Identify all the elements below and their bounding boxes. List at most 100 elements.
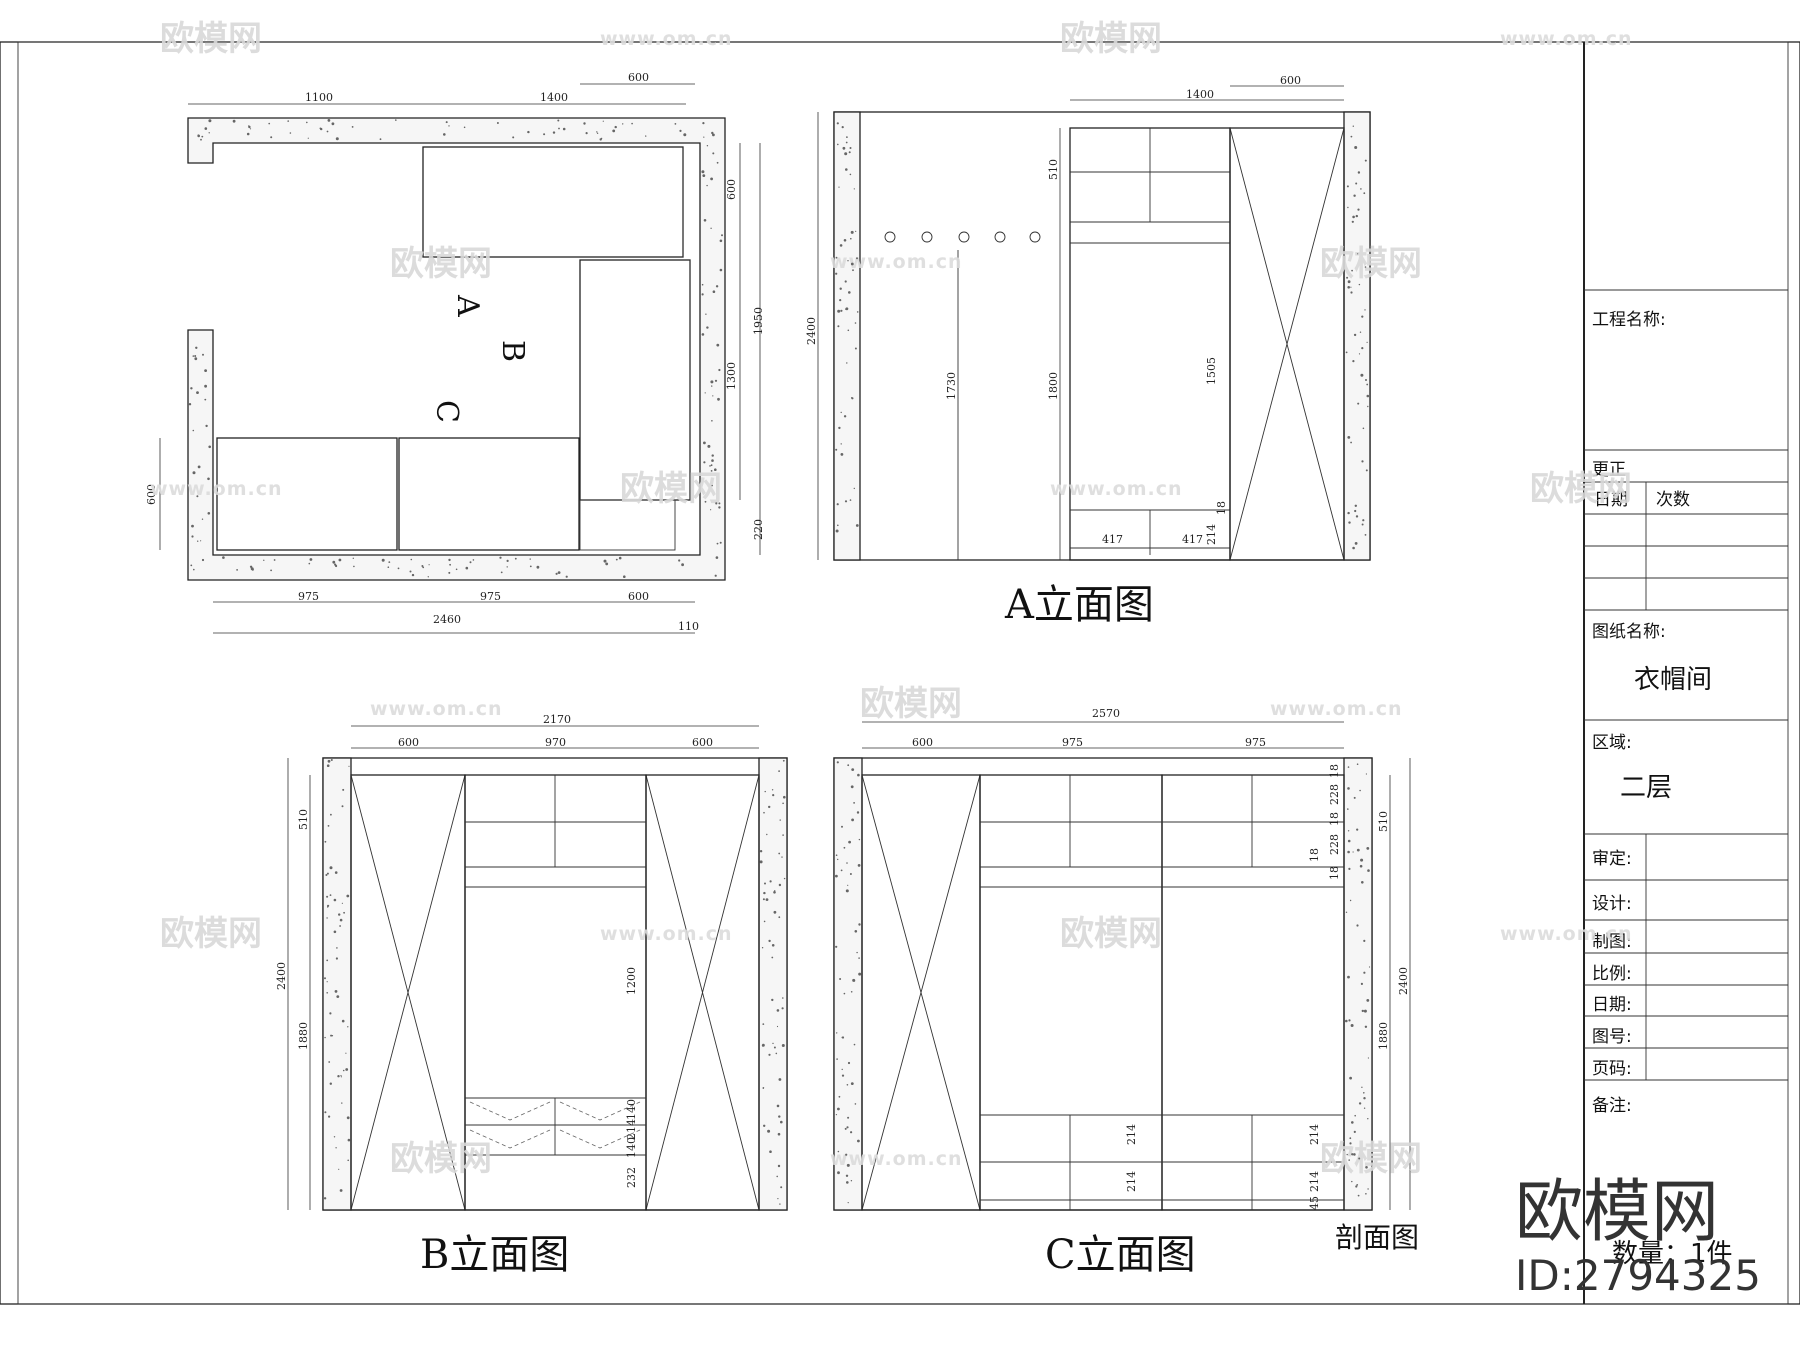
wall-grain bbox=[332, 560, 336, 564]
wall-grain bbox=[778, 1115, 781, 1118]
wall-grain bbox=[469, 561, 472, 564]
wall-grain bbox=[1355, 214, 1359, 218]
wall-grain bbox=[719, 239, 723, 243]
wall-grain bbox=[506, 559, 509, 563]
wall-grain bbox=[780, 1186, 783, 1189]
wall-grain bbox=[854, 1103, 857, 1105]
wall-grain bbox=[195, 346, 198, 349]
wall-grain bbox=[207, 477, 210, 481]
wall-grain bbox=[714, 468, 717, 472]
wall-grain bbox=[330, 813, 332, 816]
watermark-url: www.om.cn bbox=[830, 1148, 963, 1170]
wall-grain bbox=[268, 122, 271, 125]
wall-grain bbox=[335, 564, 338, 568]
wall-grain bbox=[449, 563, 451, 566]
wall-grain bbox=[190, 564, 193, 567]
wall-grain bbox=[768, 1053, 771, 1056]
wall-grain bbox=[857, 773, 860, 777]
plan-corner bbox=[579, 499, 676, 551]
wall-grain bbox=[499, 556, 502, 559]
wall-grain bbox=[1353, 333, 1357, 337]
wall-grain bbox=[445, 121, 448, 124]
wall-grain bbox=[326, 917, 328, 919]
wall-grain bbox=[583, 122, 586, 125]
wall-grain bbox=[596, 131, 598, 133]
wall-grain bbox=[845, 141, 848, 144]
wall-grain bbox=[1360, 858, 1364, 862]
wall-grain bbox=[1345, 351, 1348, 354]
wall-grain bbox=[763, 920, 766, 923]
watermark-brand: 欧模网 bbox=[1060, 19, 1162, 59]
wall-grain bbox=[329, 866, 333, 870]
wall-grain bbox=[712, 290, 716, 294]
wall-grain bbox=[1355, 515, 1359, 518]
wall-grain bbox=[1354, 504, 1358, 507]
wall-grain bbox=[339, 925, 341, 927]
wall-grain bbox=[840, 411, 842, 414]
elevation-a: 1400 600 2400 1730 510 1800 1505 417 417… bbox=[805, 74, 1371, 628]
wall-grain bbox=[850, 1180, 853, 1182]
wall-grain bbox=[208, 132, 210, 134]
wall-grain bbox=[1361, 881, 1364, 884]
wall-grain bbox=[1346, 185, 1349, 188]
drawing-no-label: 图号: bbox=[1592, 1027, 1632, 1047]
wall-grain bbox=[1356, 763, 1359, 765]
wall-grain bbox=[263, 559, 265, 561]
wall-grain bbox=[712, 133, 715, 137]
wall-grain bbox=[1362, 519, 1365, 522]
wall-grain bbox=[333, 1136, 336, 1138]
wall-grain bbox=[759, 850, 763, 853]
wall-grain bbox=[835, 1114, 838, 1116]
wall-grain bbox=[762, 898, 765, 901]
wall-grain bbox=[768, 805, 771, 809]
wall-grain bbox=[845, 889, 849, 893]
elev-c-dim-drawer-3: 214 bbox=[1308, 1124, 1321, 1145]
wall-grain bbox=[837, 325, 840, 328]
wall-grain bbox=[847, 764, 850, 767]
wall-grain bbox=[716, 343, 720, 347]
wall-grain bbox=[843, 846, 846, 849]
wall-grain bbox=[853, 1043, 856, 1046]
wall-grain bbox=[837, 1107, 840, 1111]
wall-grain bbox=[841, 1074, 845, 1077]
wall-grain bbox=[1365, 773, 1367, 775]
wall-grain bbox=[1365, 379, 1367, 381]
wall-grain bbox=[836, 761, 839, 764]
wall-grain bbox=[334, 990, 338, 993]
wall-grain bbox=[776, 1025, 779, 1028]
elev-b-dim-top-h: 510 bbox=[297, 809, 310, 830]
wall-grain bbox=[842, 146, 846, 150]
elev-b-dim-top-3: 600 bbox=[692, 736, 713, 749]
wall-grain bbox=[428, 564, 430, 566]
wall-grain bbox=[338, 558, 342, 562]
section-label: 剖面图 bbox=[1335, 1221, 1419, 1254]
wall-grain bbox=[208, 445, 211, 449]
wall-grain bbox=[1349, 1137, 1352, 1140]
wall-grain bbox=[843, 239, 847, 242]
wall-grain bbox=[448, 125, 450, 127]
wall-grain bbox=[387, 566, 390, 568]
wall-grain bbox=[205, 424, 208, 428]
wall-grain bbox=[835, 272, 838, 275]
wall-grain bbox=[338, 1168, 340, 1170]
wall-grain bbox=[844, 1127, 847, 1130]
wall-grain bbox=[717, 397, 720, 401]
wall-grain bbox=[194, 357, 198, 361]
wall-grain bbox=[339, 1189, 343, 1192]
wall-grain bbox=[1351, 1180, 1353, 1183]
watermark-url: www.om.cn bbox=[370, 698, 503, 720]
elev-a-dim-top-1: 1400 bbox=[1186, 88, 1214, 101]
wall-grain bbox=[472, 559, 475, 561]
wall-grain bbox=[707, 444, 711, 448]
wall-grain bbox=[395, 119, 397, 121]
wall-grain bbox=[853, 802, 855, 804]
wall-grain bbox=[512, 136, 515, 139]
wall-grain bbox=[347, 1138, 351, 1142]
wall-grain bbox=[759, 860, 763, 864]
wall-grain bbox=[335, 957, 338, 960]
revision-date-label: 日期 bbox=[1594, 490, 1628, 510]
wall-grain bbox=[858, 972, 862, 976]
wall-grain bbox=[328, 1061, 331, 1063]
wall-grain bbox=[342, 1069, 345, 1072]
